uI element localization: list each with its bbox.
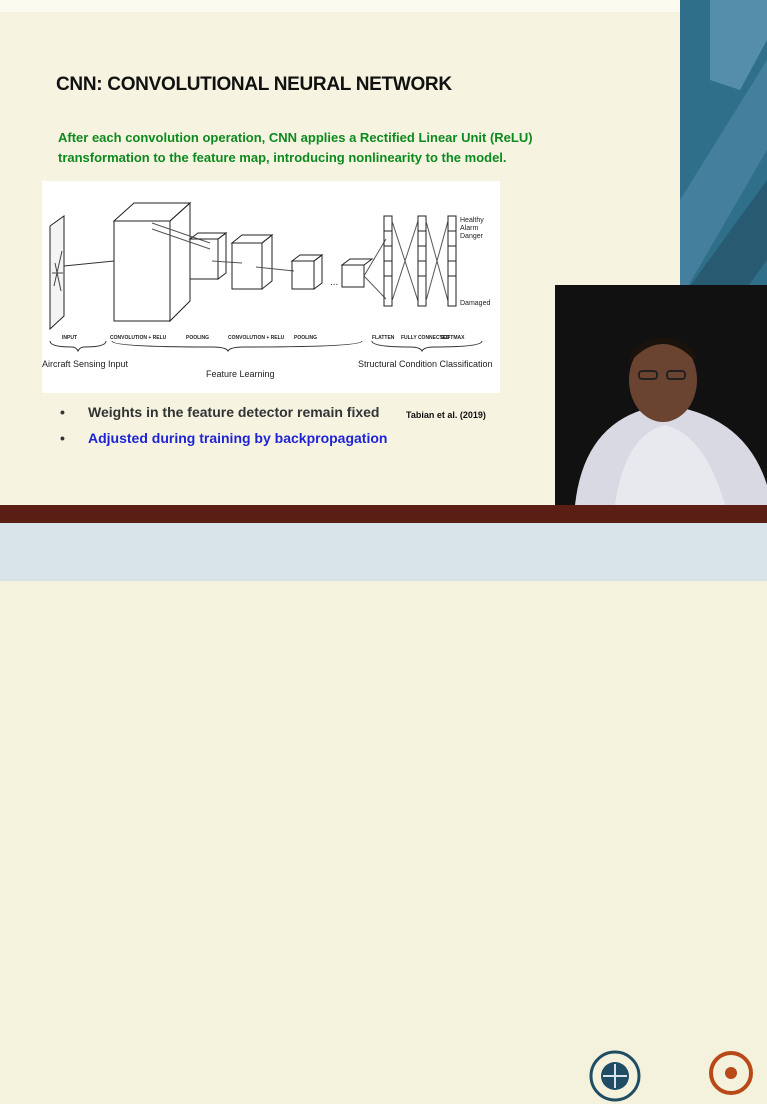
output-label-2: Danger <box>460 233 484 240</box>
group-label-input: Aircraft Sensing Input <box>42 359 129 369</box>
bullet-list: • Weights in the feature detector remain … <box>58 402 387 454</box>
stage-label-4: POOLING <box>294 335 317 341</box>
aircraft-icon <box>52 250 63 292</box>
presenter-video <box>555 285 767 505</box>
bullet-item: • Weights in the feature detector remain … <box>58 402 387 428</box>
bottom-bar <box>0 505 767 523</box>
stage-label-1: CONVOLUTION + RELU <box>110 335 167 341</box>
brace-classification <box>371 340 483 353</box>
group-label-feature-learning: Feature Learning <box>206 369 275 379</box>
stage-label-2: POOLING <box>186 335 209 341</box>
presenter-silhouette <box>555 285 767 505</box>
nptel-logo-icon <box>709 1051 753 1095</box>
conv-block-1-top <box>112 202 192 222</box>
bullet-text: Weights in the feature detector remain f… <box>88 404 380 420</box>
stage-label-0: INPUT <box>62 335 77 341</box>
output-label-3: Damaged <box>460 300 490 307</box>
footer <box>0 523 767 1102</box>
output-label-0: Healthy <box>460 217 484 224</box>
slide: CNN: CONVOLUTIONAL NEURAL NETWORK After … <box>0 0 680 505</box>
bullet-dot: • <box>60 430 65 446</box>
slide-top-band <box>0 0 680 12</box>
svg-text:...: ... <box>330 277 338 288</box>
iit-logo-icon <box>589 1050 641 1102</box>
slide-title: CNN: CONVOLUTIONAL NEURAL NETWORK <box>56 74 452 95</box>
cnn-architecture-figure: ... <box>42 181 500 393</box>
brace-input <box>49 340 107 353</box>
stage-label-7: SOFTMAX <box>440 335 465 341</box>
bullet-item: • Adjusted during training by backpropaga… <box>58 428 387 454</box>
bullet-text: Adjusted during training by backpropagat… <box>88 430 388 446</box>
stage-label-5: FLATTEN <box>372 335 395 341</box>
group-label-classification: Structural Condition Classification <box>358 359 493 369</box>
flatten-block <box>341 264 365 288</box>
pool-block-1 <box>189 238 219 280</box>
citation: Tabian et al. (2019) <box>406 410 486 420</box>
bullet-dot: • <box>60 404 65 420</box>
stage-label-6: FULLY CONNECTED <box>401 335 450 341</box>
output-label-1: Alarm <box>460 225 478 232</box>
brace-feature-learning <box>111 340 363 353</box>
stage-label-3: CONVOLUTION + RELU <box>228 335 285 341</box>
conv-block-1 <box>113 220 171 322</box>
conv-block-2 <box>231 242 263 290</box>
pool-block-2 <box>291 260 315 290</box>
intro-text: After each convolution operation, CNN ap… <box>58 130 533 165</box>
cnn-diagram: ... <box>42 201 493 379</box>
